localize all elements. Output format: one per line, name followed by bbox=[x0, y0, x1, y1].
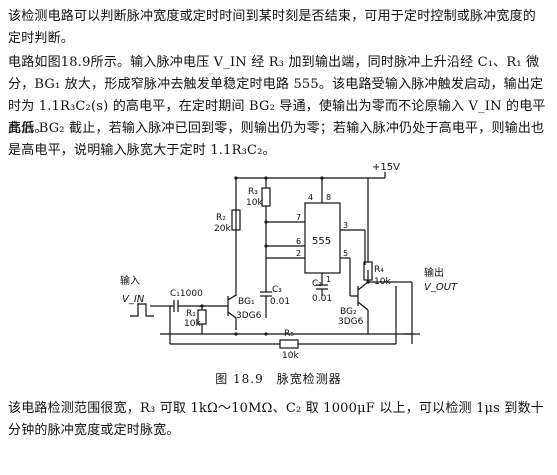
r3-value: 10k bbox=[246, 198, 263, 208]
paragraph-range: 该电路检测范围很宽，R₃ 可取 1kΩ～10MΩ、C₂ 取 1000μF 以上，… bbox=[8, 401, 544, 438]
r5-name: R₅ bbox=[284, 329, 294, 339]
c3-value: 0.01 bbox=[270, 297, 290, 307]
r4-value: 10k bbox=[374, 277, 391, 287]
pin5-label: 5 bbox=[343, 249, 348, 258]
output-label: 输出 bbox=[424, 266, 444, 279]
pin3-label: 3 bbox=[343, 221, 348, 230]
r4-name: R₄ bbox=[374, 265, 384, 275]
paragraph-description: 电路如图18.9所示。输入脉冲电压 V_IN 经 R₃ 加到输出端，同时脉冲上升… bbox=[8, 55, 546, 136]
bg2-type: 3DG6 bbox=[338, 317, 364, 327]
pin8-label: 8 bbox=[326, 193, 331, 202]
pin1-label: 1 bbox=[326, 275, 331, 284]
r5-value: 10k bbox=[282, 351, 299, 361]
pin6-label: 6 bbox=[296, 237, 301, 246]
pin4-label: 4 bbox=[308, 193, 313, 202]
supply-label: +15V bbox=[372, 162, 400, 173]
vin-label: V_IN bbox=[122, 294, 145, 305]
paragraph-operation: 此后 BG₂ 截止，若输入脉冲已回到零，则输出仍为零；若输入脉冲仍处于高电平，则… bbox=[8, 121, 545, 158]
c2-name: C₂ bbox=[312, 279, 322, 289]
c2-value: 0.01 bbox=[312, 294, 332, 304]
r3-name: R₃ bbox=[248, 187, 258, 197]
r1-value: 10k bbox=[184, 319, 201, 329]
input-label: 输入 bbox=[120, 274, 140, 287]
c3-name: C₃ bbox=[272, 285, 282, 295]
pin2-label: 2 bbox=[296, 249, 301, 258]
r2-value: 20k bbox=[214, 224, 231, 234]
figure-caption: 图 18.9 脉宽检测器 bbox=[215, 372, 342, 386]
r1-name: R₁ bbox=[186, 309, 196, 319]
bg1-label: BG₁ bbox=[238, 297, 255, 307]
pin7-label: 7 bbox=[296, 213, 301, 222]
paragraph-intro: 该检测电路可以判断脉冲宽度或定时时间到某时刻是否结束，可用于定时控制或脉冲宽度的… bbox=[8, 9, 537, 46]
bg1-type: 3DG6 bbox=[236, 311, 262, 321]
c1-label: C₁1000 bbox=[170, 289, 203, 299]
vout-label: V_OUT bbox=[424, 282, 458, 293]
bg2-label: BG₂ bbox=[340, 307, 357, 317]
ic-label: 555 bbox=[312, 236, 331, 247]
r2-name: R₂ bbox=[216, 213, 226, 223]
